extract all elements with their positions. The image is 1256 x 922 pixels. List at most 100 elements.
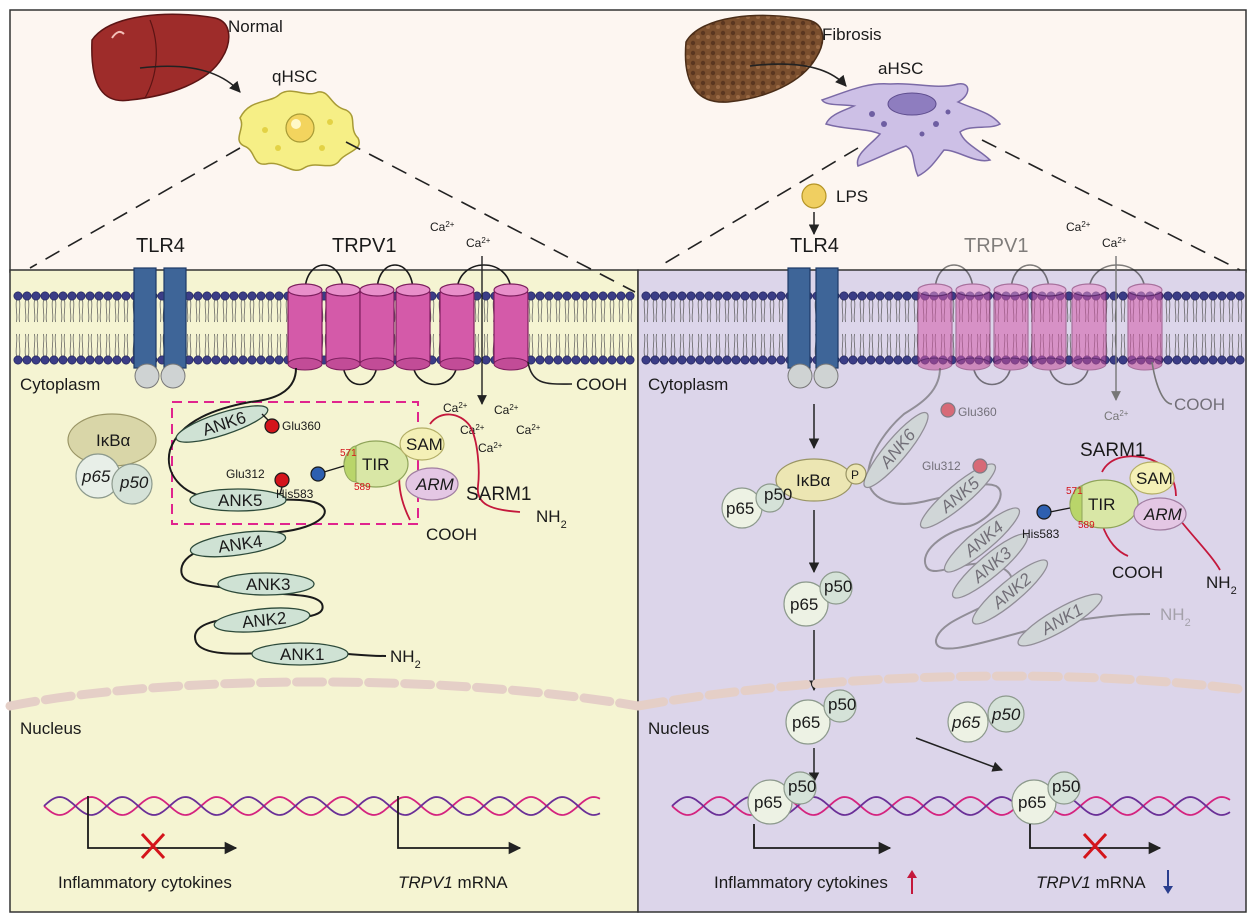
fibrosis-to-ahsc-arrow [749, 63, 847, 87]
left-inflammatory-label: Inflammatory cytokines [58, 873, 232, 892]
qhsc-cell-icon [238, 90, 360, 171]
svg-text:p65: p65 [790, 595, 818, 614]
right-trpv1-transcription-arrow [1029, 824, 1162, 855]
svg-text:p65: p65 [726, 499, 754, 518]
right-cooh-label: COOH [1174, 395, 1225, 414]
right-tlr4-label: TLR4 [790, 235, 839, 257]
ank-repeat-3: ANK3 [217, 572, 315, 596]
left-p50-ball [111, 463, 153, 505]
left-glu360-label: Glu360 [282, 419, 321, 433]
left-trpv1-channel [287, 264, 529, 386]
ank-label: ANK3 [246, 575, 290, 594]
svg-text:p50: p50 [824, 577, 852, 596]
right-nuclear-envelope [633, 671, 1251, 711]
right-nfkb-nucleus: p65 p50 [785, 689, 857, 745]
svg-text:p65: p65 [792, 713, 820, 732]
lps-ball-icon [801, 183, 827, 209]
right-side-arrow [915, 737, 1003, 772]
ank-repeat-4: ANK4 [189, 530, 287, 558]
svg-text:TIR: TIR [1088, 495, 1115, 514]
left-sarm1-label: SARM1 [466, 484, 531, 505]
svg-text:SARM1: SARM1 [1080, 440, 1145, 461]
left-nfkb-complex: IκBα p65 p50 [67, 413, 157, 505]
left-cytoplasm-label: Cytoplasm [20, 375, 100, 394]
svg-text:571: 571 [1066, 486, 1083, 497]
ank-label: ANK2 [241, 608, 287, 632]
right-trpv1-mrna-label: TRPV1 mRNA [1036, 873, 1146, 892]
left-panel-background [9, 269, 639, 913]
left-trpv1-label: TRPV1 [332, 235, 396, 257]
liver-normal-icon [91, 13, 230, 102]
svg-text:p65: p65 [1018, 793, 1046, 812]
left-sarm-cooh-label: COOH [426, 525, 477, 544]
right-glu312-residue [972, 458, 988, 474]
right-nucleus-label: Nucleus [648, 719, 709, 738]
right-cytoplasm-label: Cytoplasm [648, 375, 728, 394]
qhsc-zoom-line-left [29, 147, 241, 269]
right-nfkb-cytoplasm: p65 p50 [783, 571, 853, 627]
svg-text:p65: p65 [951, 713, 981, 732]
right-nfkb-dna-bound-1: p65 p50 [747, 771, 817, 825]
svg-text:p65: p65 [754, 793, 782, 812]
qhsc-zoom-line-right [345, 141, 636, 293]
left-inflammatory-transcription-arrow [87, 796, 238, 855]
svg-text:Glu360: Glu360 [958, 405, 997, 419]
left-his583-residue [310, 466, 326, 482]
left-sarm1: TIR SAM ARM 571 589 His583 SARM1 NH2 COO… [276, 413, 567, 544]
right-trpv1-channel [917, 264, 1163, 386]
left-ank-chain [167, 367, 387, 657]
ank-repeat-5: ANK5 [189, 488, 287, 512]
svg-text:Glu312: Glu312 [922, 459, 961, 473]
left-p50-label: p50 [119, 473, 149, 492]
right-ikba-phospho: IκBα P [775, 458, 867, 502]
left-nucleus-label: Nucleus [20, 719, 81, 738]
svg-text:p50: p50 [991, 705, 1021, 724]
ahsc-zoom-line-left [659, 147, 859, 267]
left-his583-label: His583 [276, 487, 314, 501]
right-glu360-residue [940, 402, 956, 418]
dna-helix-icon [43, 796, 601, 816]
interaction-highlight-box [171, 401, 419, 525]
left-tir-label: TIR [362, 455, 389, 474]
blocked-x-right-icon [1082, 832, 1108, 860]
left-p65-label: p65 [81, 467, 111, 486]
svg-text:His583: His583 [1022, 527, 1060, 541]
fibrosis-label: Fibrosis [822, 25, 882, 44]
svg-text:p50: p50 [1052, 777, 1080, 796]
left-arm-label: ARM [415, 475, 455, 494]
ank-label: ANK1 [280, 645, 324, 664]
svg-text:589: 589 [1078, 520, 1095, 531]
left-cooh-label: COOH [576, 375, 627, 394]
right-tlr4-receptor [787, 267, 839, 389]
left-arm-domain [405, 467, 459, 501]
left-nuclear-envelope [5, 677, 643, 711]
left-571-label: 571 [340, 448, 357, 459]
phospho-p-icon [845, 463, 867, 485]
right-trpv1-cterm [1151, 361, 1173, 405]
ahsc-zoom-line-right [981, 139, 1241, 271]
left-trpv1-mrna-label: TRPV1 mRNA [398, 873, 508, 892]
ahsc-cell-icon [820, 82, 1002, 178]
left-trpv1-transcription-arrow [397, 796, 522, 855]
right-inflammatory-label: Inflammatory cytokines [714, 873, 888, 892]
left-tlr4-receptor [133, 267, 187, 389]
up-arrow-icon [907, 870, 917, 894]
down-arrow-icon [1163, 870, 1173, 894]
right-inflammatory-transcription-arrow [753, 824, 892, 855]
liver-fibrosis-icon [684, 14, 824, 103]
qhsc-label: qHSC [272, 67, 317, 86]
svg-text:ARM: ARM [1143, 505, 1183, 524]
left-tlr4-label: TLR4 [136, 235, 185, 257]
left-589-label: 589 [354, 482, 371, 493]
blocked-x-icon [140, 832, 166, 860]
left-sam-domain [399, 427, 445, 461]
svg-text:SAM: SAM [1136, 469, 1173, 488]
lps-label: LPS [836, 187, 868, 206]
right-nfkb-released: p65 p50 [721, 483, 792, 529]
normal-to-qhsc-arrow [139, 65, 241, 93]
left-glu312-label: Glu312 [226, 467, 265, 481]
